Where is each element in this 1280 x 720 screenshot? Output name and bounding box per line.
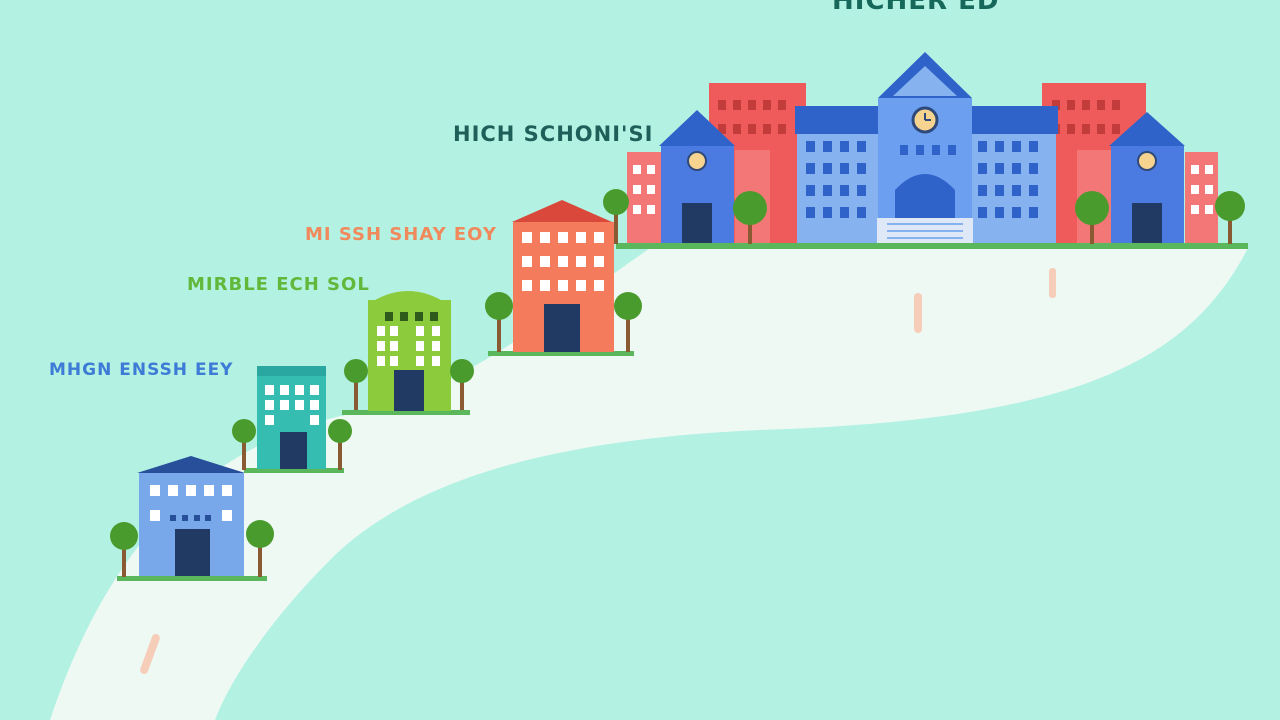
middle-school-building bbox=[342, 291, 470, 415]
label-middle-school: MIRBLE ECH SOL bbox=[187, 274, 370, 295]
label-primary: MHGN ENSSH EEY bbox=[49, 360, 234, 380]
teal-school-building bbox=[244, 366, 344, 473]
tree-icon bbox=[328, 419, 352, 470]
tree-icon bbox=[110, 522, 138, 577]
tree-icon bbox=[603, 189, 629, 244]
clock-icon bbox=[1137, 151, 1157, 171]
tree-icon bbox=[733, 191, 767, 244]
path-dash bbox=[140, 634, 160, 674]
tree-icon bbox=[1215, 191, 1245, 244]
tree-icon bbox=[1075, 191, 1109, 244]
tree-icon bbox=[246, 520, 274, 577]
elementary-school-building bbox=[488, 200, 634, 356]
tree-icon bbox=[344, 359, 368, 410]
primary-school-building bbox=[117, 456, 267, 581]
tree-icon bbox=[450, 359, 474, 410]
higher-ed-campus bbox=[616, 52, 1248, 249]
label-higher-ed: HICHER ED bbox=[832, 0, 1000, 16]
label-elementary: MI SSH SHAY EOY bbox=[305, 224, 497, 245]
tree-icon bbox=[614, 292, 642, 352]
tree-icon bbox=[485, 292, 513, 352]
path-dash bbox=[1049, 268, 1056, 298]
clock-icon bbox=[687, 151, 707, 171]
tree-icon bbox=[232, 419, 256, 470]
path-dash bbox=[914, 293, 922, 333]
winding-path bbox=[50, 248, 1248, 720]
label-high-school: HICH SCHONI'SI bbox=[453, 122, 654, 146]
